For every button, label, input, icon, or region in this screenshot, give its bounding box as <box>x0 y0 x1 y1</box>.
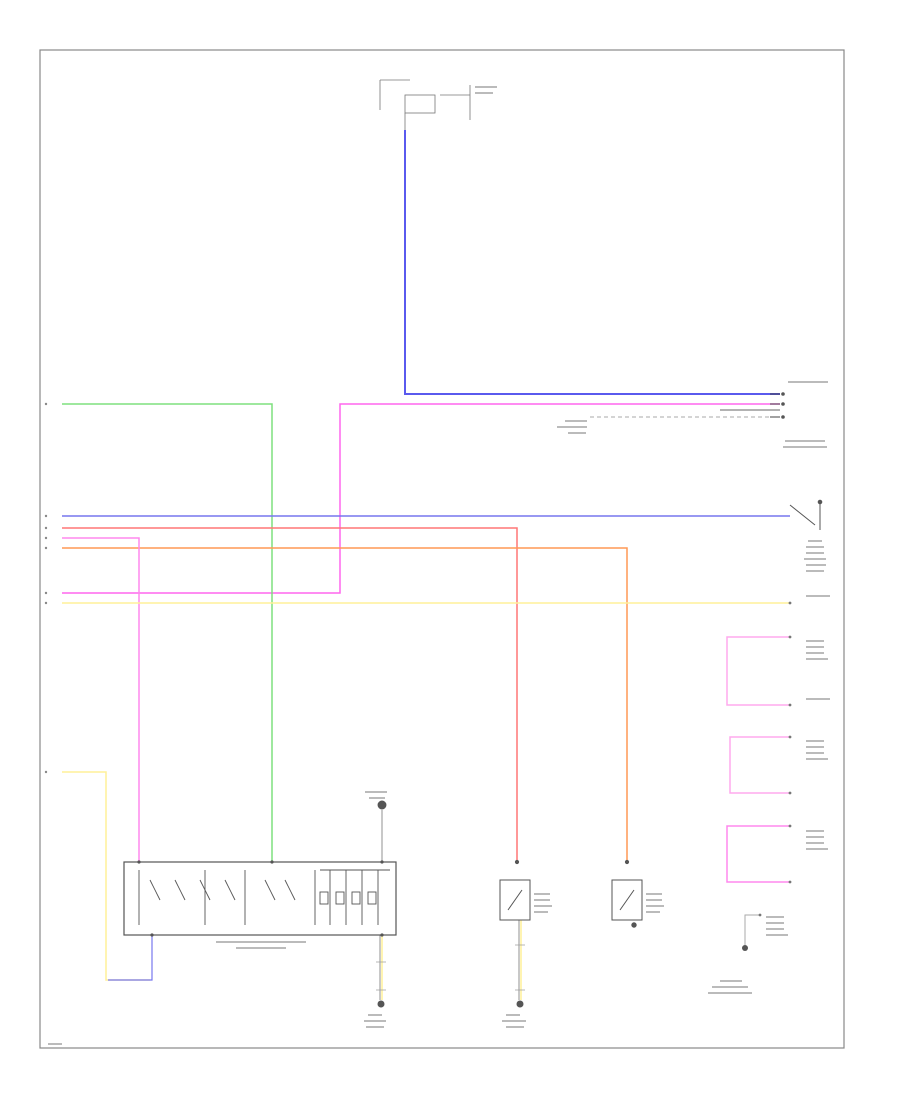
front-control-module <box>123 860 397 937</box>
wire-green <box>62 403 273 862</box>
ground-points <box>377 945 748 1008</box>
wire-blue-main <box>404 130 780 395</box>
component-label-blocks <box>48 86 830 1045</box>
wire-pink-left <box>62 537 140 862</box>
wire-sensor-a <box>726 636 790 706</box>
wire-pink-upper <box>62 403 780 594</box>
ground-ticks <box>376 944 525 991</box>
right-switch <box>789 499 823 530</box>
fuse-block-top <box>379 79 471 130</box>
wire-sensor-c <box>726 825 790 883</box>
ground-3 <box>742 945 748 951</box>
wire-bottom-right <box>744 914 760 945</box>
right-sensor-terminals <box>758 601 792 917</box>
wires <box>62 130 790 1000</box>
diagram-frame <box>39 49 845 1049</box>
switch-module-2 <box>611 859 643 928</box>
wire-sensor-b <box>729 736 790 794</box>
left-terminals <box>44 402 48 774</box>
sensor-symbol-top <box>377 800 387 810</box>
ground-2 <box>516 1000 524 1008</box>
connector-top-right <box>770 392 785 419</box>
wire-salmon <box>62 527 518 862</box>
wire-orange <box>62 547 628 862</box>
ground-1 <box>377 1000 385 1008</box>
switch-module-1 <box>499 859 531 921</box>
wire-yellow-left <box>62 771 150 981</box>
wire-blue-left <box>108 935 153 981</box>
